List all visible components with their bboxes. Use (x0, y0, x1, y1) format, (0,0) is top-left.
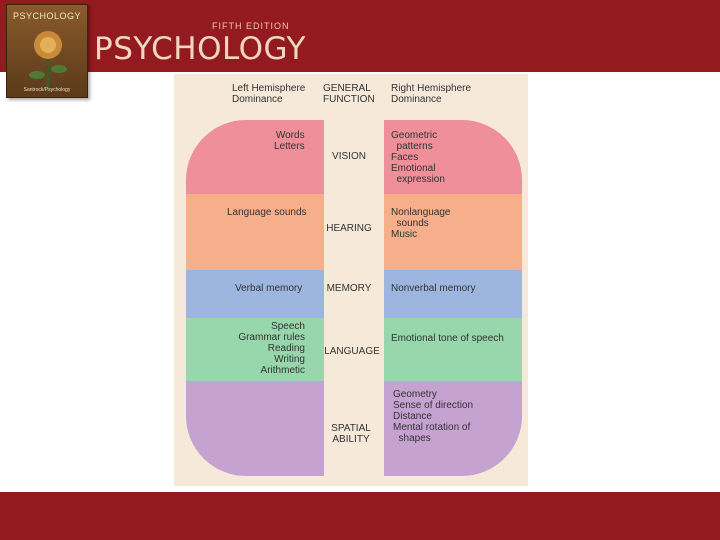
left-band-spatial (186, 381, 324, 476)
left-hearing-text: Language sounds (227, 207, 307, 218)
right-vision-line: Geometric (391, 130, 438, 141)
function-memory: MEMORY (326, 283, 372, 294)
right-band-vision (384, 120, 522, 194)
left-memory-text: Verbal memory (235, 283, 303, 294)
right-vision-line: Faces (391, 152, 419, 163)
right-hearing-line: Nonlanguage (391, 207, 451, 218)
left-hemisphere (186, 120, 324, 486)
function-language: LANGUAGE (324, 346, 380, 357)
left-vision-line: Words (275, 130, 305, 141)
right-hemisphere (384, 120, 522, 486)
left-vision-text: Words Letters (274, 130, 305, 152)
right-header-line-1: Right Hemisphere (391, 83, 472, 94)
right-band-hearing (384, 194, 522, 270)
function-spatial-line: SPATIAL (331, 423, 371, 434)
right-language-text: Emotional tone of speech (391, 333, 504, 344)
left-band-language (186, 318, 324, 381)
left-language-line: Speech (271, 321, 305, 332)
general-function-header: GENERAL FUNCTION (323, 83, 375, 105)
left-header-line-1: Left Hemisphere (232, 83, 306, 94)
footer-bar (0, 492, 720, 540)
right-hearing-line: Music (391, 229, 418, 240)
left-language-line: Grammar rules (238, 332, 305, 343)
edition-label: FIFTH EDITION (212, 21, 290, 31)
book-cover-image: PSYCHOLOGY Santrock/Psychology (6, 4, 88, 98)
function-vision: VISION (332, 151, 366, 162)
right-hemisphere-header: Right Hemisphere Dominance (391, 83, 471, 105)
right-vision-line: patterns (391, 141, 433, 152)
right-spatial-line: Distance (393, 411, 432, 422)
left-language-line: Writing (274, 354, 305, 365)
cover-title: PSYCHOLOGY (12, 11, 82, 21)
right-band-language (384, 318, 522, 381)
right-vision-line: Emotional (391, 163, 436, 174)
brain-hemispheres-diagram: Left Hemisphere Dominance GENERAL FUNCTI… (174, 74, 528, 486)
function-spatial-ability: SPATIAL ABILITY (321, 423, 381, 445)
right-spatial-text: Geometry Sense of direction Distance Men… (393, 389, 473, 444)
function-hearing: HEARING (326, 223, 372, 234)
left-language-line: Reading (267, 343, 305, 354)
left-band-memory (186, 270, 324, 318)
center-header-line-1: GENERAL (323, 83, 371, 94)
right-header-line-2: Dominance (391, 94, 442, 105)
left-language-line: Arithmetic (260, 365, 305, 376)
right-memory-text: Nonverbal memory (391, 283, 476, 294)
right-hearing-line: sounds (391, 218, 429, 229)
left-band-hearing (186, 194, 324, 270)
left-hemisphere-header: Left Hemisphere Dominance (232, 83, 305, 105)
left-language-text: Speech Grammar rules Reading Writing Ari… (236, 321, 305, 376)
right-spatial-line: Sense of direction (393, 400, 474, 411)
right-vision-text: Geometric patterns Faces Emotional expre… (391, 130, 445, 185)
function-spatial-line: ABILITY (332, 434, 370, 445)
header-bar (0, 0, 720, 72)
right-spatial-line: shapes (393, 433, 431, 444)
right-band-memory (384, 270, 522, 318)
left-vision-line: Letters (274, 141, 305, 152)
right-hearing-text: Nonlanguage sounds Music (391, 207, 451, 240)
right-vision-line: expression (391, 174, 445, 185)
center-header-line-2: FUNCTION (323, 94, 375, 105)
left-header-line-2: Dominance (232, 94, 283, 105)
page-title: PSYCHOLOGY (94, 31, 306, 67)
cover-author: Santrock/Psychology (23, 87, 71, 93)
left-band-vision (186, 120, 324, 194)
right-spatial-line: Geometry (393, 389, 437, 400)
flower-head-icon (29, 31, 67, 91)
right-spatial-line: Mental rotation of (393, 422, 471, 433)
right-band-spatial (384, 381, 522, 476)
